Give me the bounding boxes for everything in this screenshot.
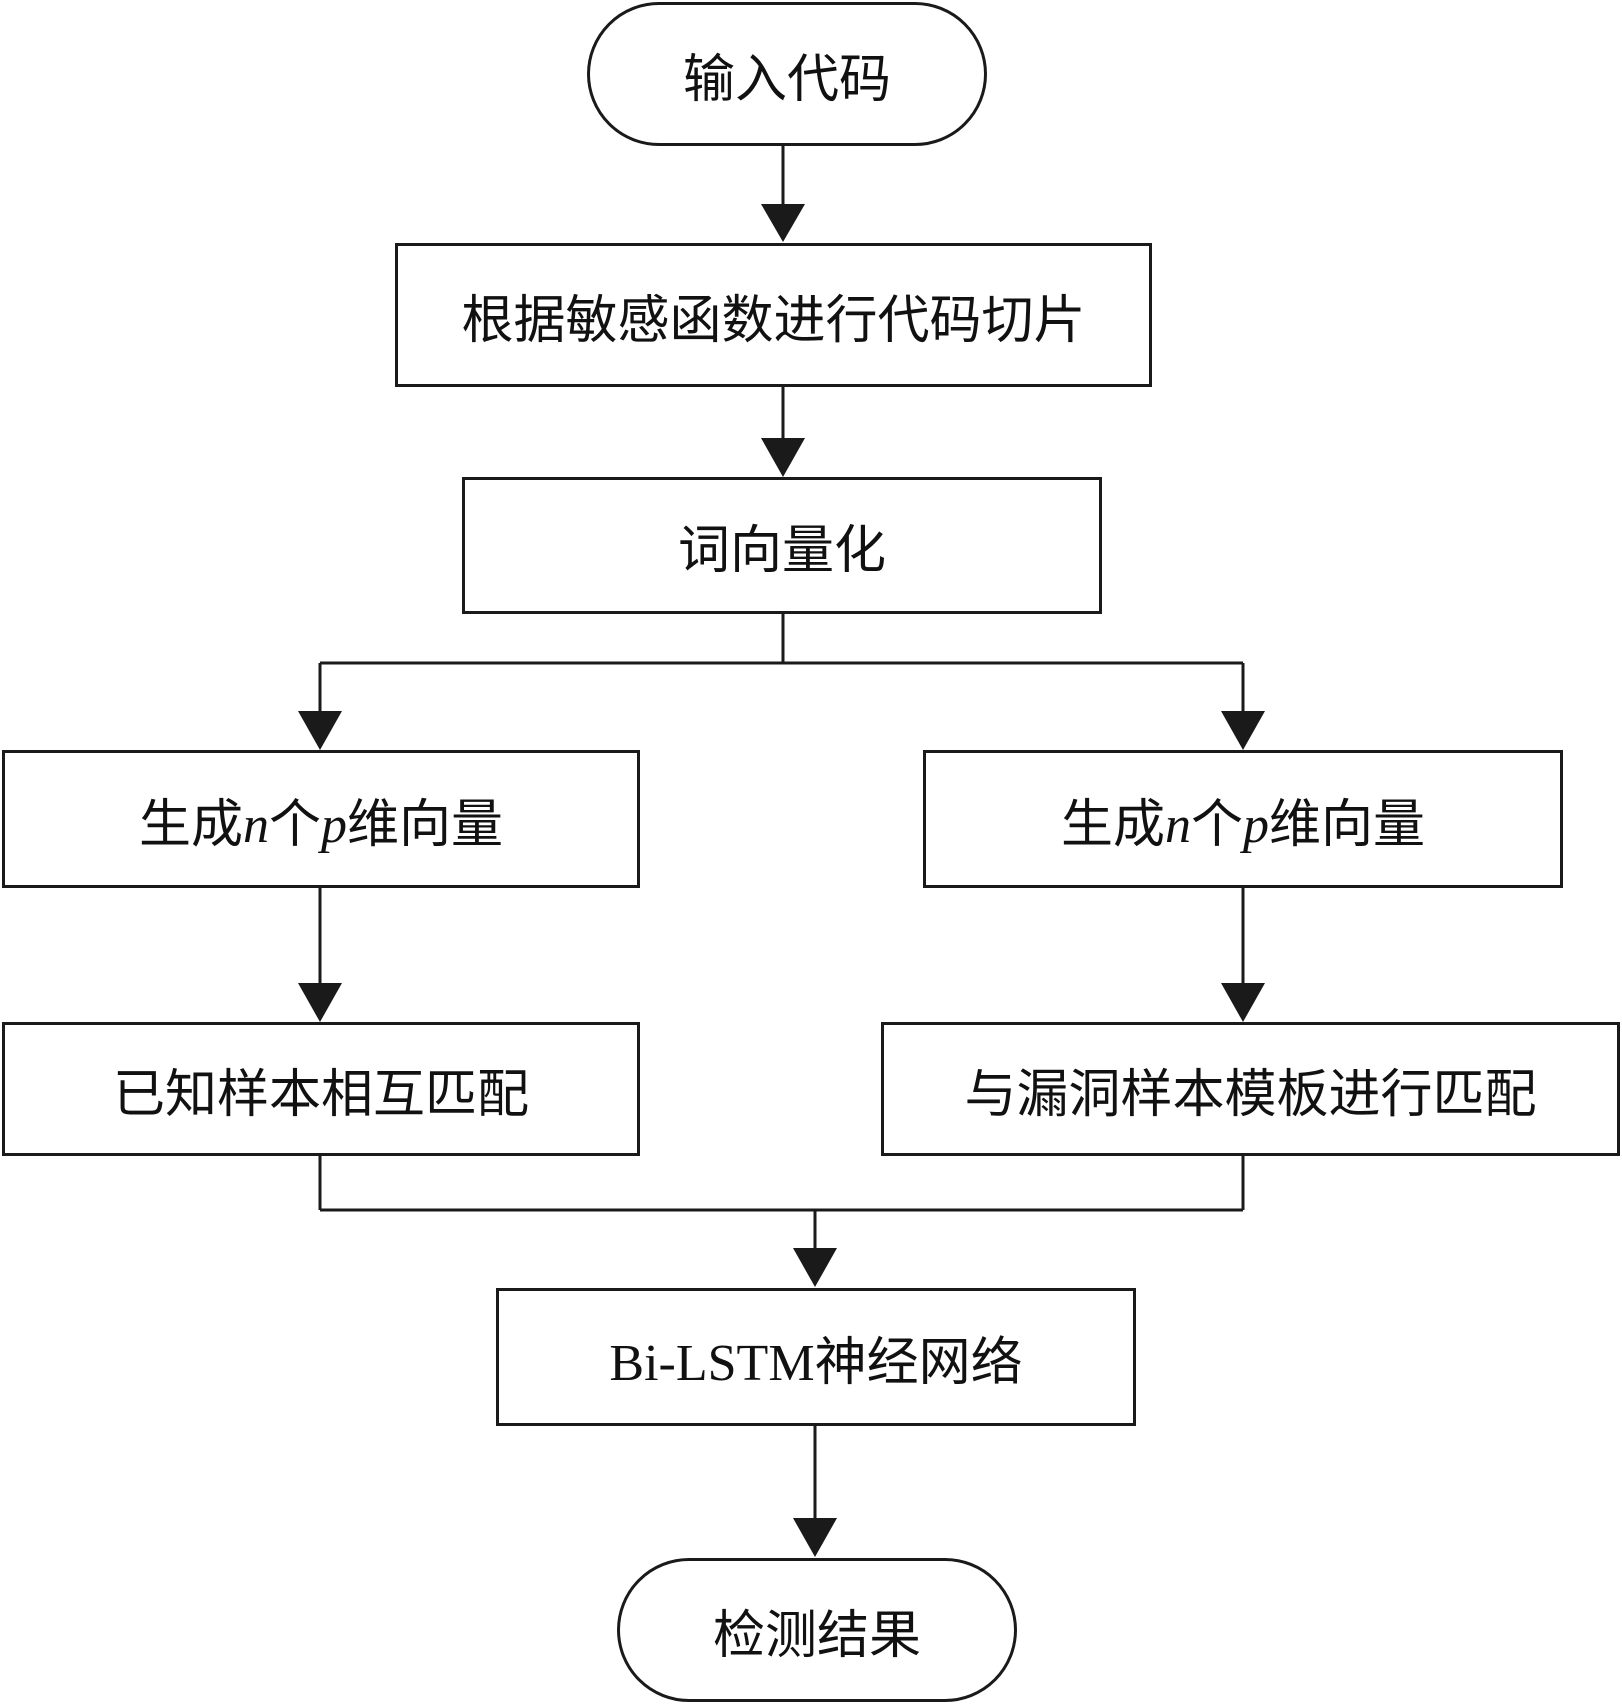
arrow-start-to-slice	[761, 204, 805, 242]
generate-vectors-left-node: 生成n个p维向量	[2, 750, 640, 888]
word-embedding-node: 词向量化	[462, 477, 1102, 614]
arrow-slice-to-embed	[761, 438, 805, 477]
arrow-to-gen-right	[1221, 711, 1265, 750]
code-slicing-node: 根据敏感函数进行代码切片	[395, 243, 1152, 387]
word-embedding-label: 词向量化	[677, 521, 886, 581]
end-label: 检测结果	[712, 1605, 921, 1666]
arrow-to-gen-left	[298, 711, 342, 750]
vulnerability-template-matching-node: 与漏洞样本模板进行匹配	[881, 1022, 1620, 1156]
known-sample-matching-node: 已知样本相互匹配	[2, 1022, 640, 1156]
generate-vectors-right-node: 生成n个p维向量	[923, 750, 1563, 888]
arrow-to-match-template	[1221, 983, 1265, 1022]
start-label: 输入代码	[682, 49, 891, 110]
start-node: 输入代码	[587, 2, 987, 146]
bilstm-node: Bi-LSTM神经网络	[496, 1288, 1136, 1426]
arrow-to-match-known	[298, 983, 342, 1022]
end-node: 检测结果	[617, 1558, 1017, 1702]
generate-vectors-right-label: 生成n个p维向量	[1060, 794, 1426, 855]
code-slicing-label: 根据敏感函数进行代码切片	[461, 290, 1086, 351]
vulnerability-template-matching-label: 与漏洞样本模板进行匹配	[964, 1064, 1537, 1125]
generate-vectors-left-label: 生成n个p维向量	[138, 794, 504, 855]
arrow-to-end	[793, 1518, 837, 1557]
arrow-to-model	[793, 1248, 837, 1287]
known-sample-matching-label: 已知样本相互匹配	[112, 1064, 529, 1125]
bilstm-label: Bi-LSTM神经网络	[609, 1332, 1023, 1393]
